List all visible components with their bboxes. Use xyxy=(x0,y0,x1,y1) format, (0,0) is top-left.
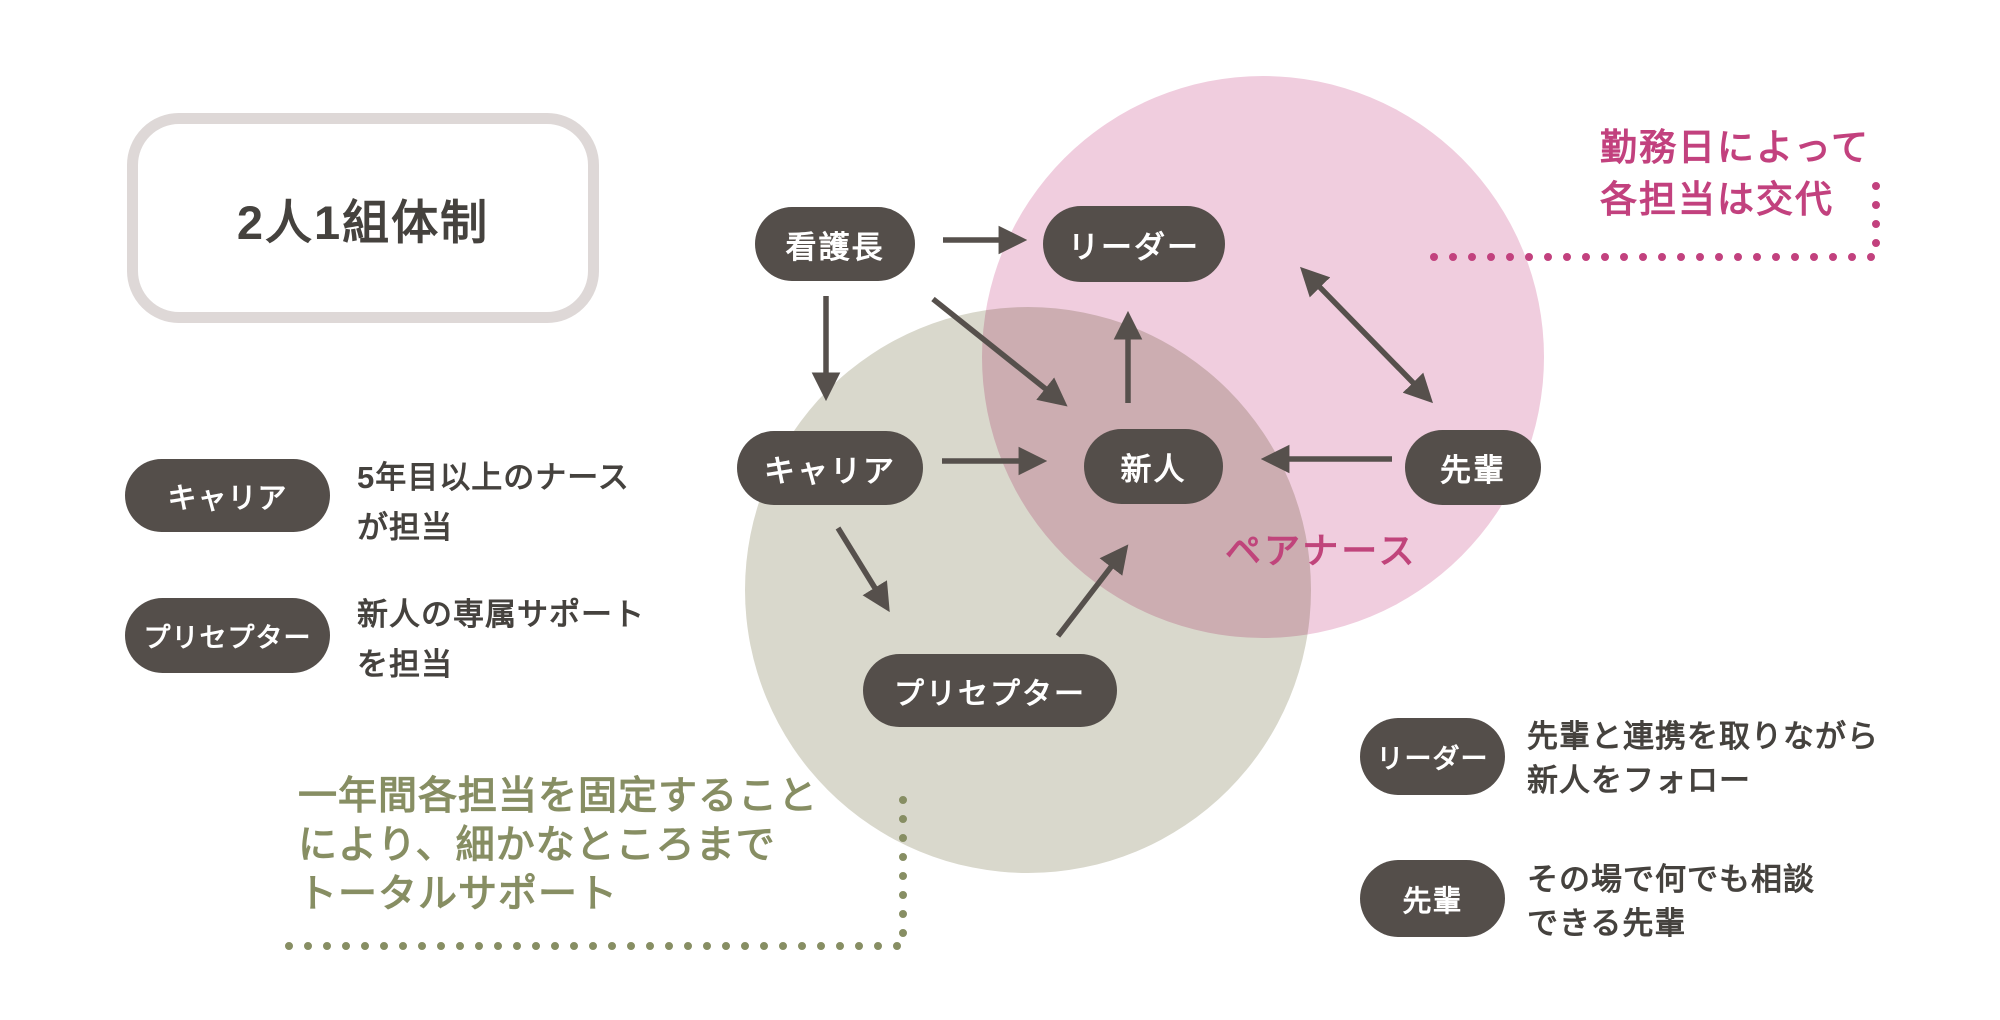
legend-leader-pill: リーダー xyxy=(1360,718,1505,795)
node-senior-label: 先輩 xyxy=(1440,453,1506,488)
node-preceptor: プリセプター xyxy=(863,654,1117,727)
legend-leader-desc-line2: 新人をフォロー xyxy=(1527,763,1751,798)
page-title: 2人1組体制 xyxy=(236,195,490,249)
legend-senior-desc-line1: その場で何でも相談 xyxy=(1527,862,1815,897)
node-career: キャリア xyxy=(737,431,923,505)
node-newcomer-label: 新人 xyxy=(1120,452,1187,487)
arrow-career-to-preceptor xyxy=(835,526,890,613)
fixed-note-dotted-line xyxy=(285,782,907,950)
fixed-note: 一年間各担当を固定すること により、細かなところまで トータルサポート xyxy=(298,772,818,919)
node-leader-label: リーダー xyxy=(1068,229,1200,265)
legend-senior-desc: その場で何でも相談 できる先輩 xyxy=(1527,858,1815,946)
node-senior: 先輩 xyxy=(1405,430,1541,505)
node-newcomer: 新人 xyxy=(1084,429,1223,504)
pair-nurse-label: ペアナース xyxy=(1225,530,1418,571)
arrow-preceptor-to-newcomer xyxy=(1055,544,1129,638)
rotation-note-line2: 各担当は交代 xyxy=(1600,179,1834,220)
legend-senior-label: 先輩 xyxy=(1402,885,1463,918)
legend-preceptor-desc-line2: を担当 xyxy=(357,647,453,682)
legend-career-desc-line1: 5年目以上のナース xyxy=(357,460,630,495)
legend-career-desc: 5年目以上のナース が担当 xyxy=(357,453,630,553)
node-head-nurse: 看護長 xyxy=(755,207,915,281)
legend-senior-desc-line2: できる先輩 xyxy=(1527,906,1687,941)
legend-leader-desc-line1: 先輩と連携を取りながら xyxy=(1527,719,1879,754)
legend-leader-label: リーダー xyxy=(1376,744,1489,774)
rotation-note: 勤務日によって 各担当は交代 xyxy=(1600,122,1870,226)
fixed-note-line3: トータルサポート xyxy=(298,873,619,916)
rotation-note-line1: 勤務日によって xyxy=(1600,127,1871,168)
title-box: 2人1組体制 xyxy=(127,113,599,323)
node-leader: リーダー xyxy=(1043,206,1225,282)
fixed-note-line2: により、細かなところまで xyxy=(298,824,776,867)
node-preceptor-label: プリセプター xyxy=(894,677,1086,711)
node-head-nurse-label: 看護長 xyxy=(785,229,885,265)
legend-career-pill: キャリア xyxy=(125,459,330,532)
fixed-note-line1: 一年間各担当を固定すること xyxy=(298,775,819,818)
legend-career-desc-line2: が担当 xyxy=(357,510,453,545)
legend-senior-pill: 先輩 xyxy=(1360,860,1505,937)
legend-preceptor-desc-line1: 新人の専属サポート xyxy=(357,597,645,632)
legend-preceptor-label: プリセプター xyxy=(143,623,312,653)
arrow-head-nurse-to-newcomer xyxy=(931,296,1068,407)
legend-career-label: キャリア xyxy=(167,482,288,515)
legend-leader-desc: 先輩と連携を取りながら 新人をフォロー xyxy=(1527,715,1879,803)
legend-preceptor-pill: プリセプター xyxy=(125,598,330,673)
legend-preceptor-desc: 新人の専属サポート を担当 xyxy=(357,590,645,690)
arrow-leader-senior-bidirectional xyxy=(1300,266,1433,404)
node-career-label: キャリア xyxy=(764,453,896,489)
